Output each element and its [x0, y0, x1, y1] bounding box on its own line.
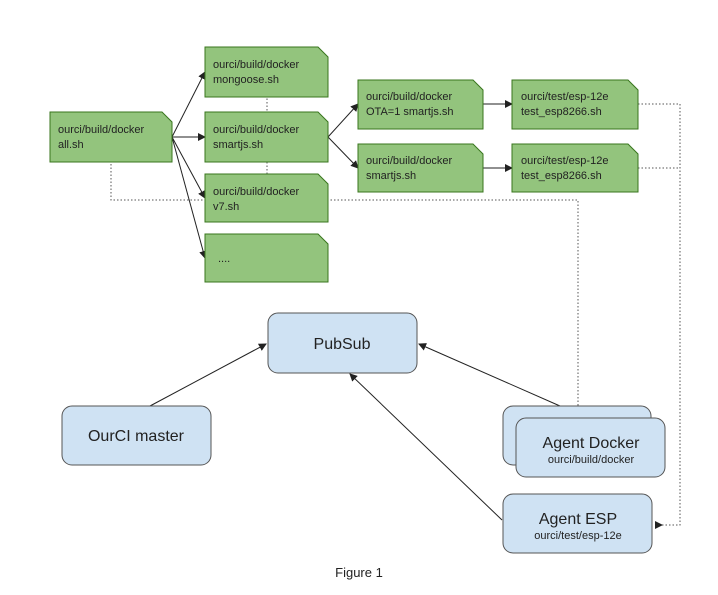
node-ota-line1: ourci/build/docker [366, 91, 453, 103]
dotted-docker-link [110, 150, 579, 408]
node-test1-line2: test_esp8266.sh [521, 106, 602, 118]
arrow-all-to-mongoose [171, 71, 206, 138]
node-more-line1: .... [218, 253, 230, 265]
node-smartjs-line1: ourci/build/docker [213, 124, 300, 136]
node-v7-line2: v7.sh [213, 201, 239, 213]
arrow-esp-to-pubsub [349, 373, 503, 521]
agent-esp-subtitle: ourci/test/esp-12e [534, 530, 621, 542]
pubsub-arrows [149, 343, 561, 521]
node-test2-line2: test_esp8266.sh [521, 170, 602, 182]
pubsub-box: PubSub [267, 312, 418, 374]
node-smartjs: ourci/build/docker smartjs.sh [204, 111, 329, 163]
node-ota-line2: OTA=1 smartjs.sh [366, 106, 454, 118]
node-more: .... [204, 233, 329, 283]
node-smartjs-line2: smartjs.sh [213, 139, 263, 151]
dotted-esp-link [638, 103, 681, 526]
agent-docker-title: Agent Docker [543, 435, 641, 452]
component-boxes: PubSub OurCI master Agent Docker ourci/b… [61, 312, 666, 554]
build-arrows [171, 71, 513, 259]
node-test2-line1: ourci/test/esp-12e [521, 155, 608, 167]
node-all-line1: ourci/build/docker [58, 124, 145, 136]
node-v7: ourci/build/docker v7.sh [204, 173, 329, 223]
node-all: ourci/build/docker all.sh [49, 111, 173, 163]
node-test1-line1: ourci/test/esp-12e [521, 91, 608, 103]
build-nodes: ourci/build/docker all.sh ourci/build/do… [49, 46, 639, 283]
node-test2: ourci/test/esp-12e test_esp8266.sh [511, 143, 639, 193]
agent-docker-box: Agent Docker ourci/build/docker [502, 405, 666, 478]
node-all-line2: all.sh [58, 139, 84, 151]
arrow-all-to-more [171, 136, 208, 259]
arrow-smartjs-to-ota [327, 103, 359, 138]
node-mongoose-line2: mongoose.sh [213, 74, 279, 86]
agent-esp-title: Agent ESP [539, 511, 617, 528]
node-smartjs2-line2: smartjs.sh [366, 170, 416, 182]
agent-docker-subtitle: ourci/build/docker [548, 454, 635, 466]
agent-docker-front [515, 417, 666, 478]
node-smartjs2: ourci/build/docker smartjs.sh [357, 143, 484, 193]
arrow-master-to-pubsub [149, 343, 267, 407]
figure-caption: Figure 1 [335, 565, 383, 580]
master-title: OurCI master [88, 428, 185, 445]
arrow-smartjs-to-smartjs2 [327, 136, 359, 169]
node-mongoose-line1: ourci/build/docker [213, 59, 300, 71]
arrow-docker-to-pubsub [418, 343, 561, 407]
node-test1: ourci/test/esp-12e test_esp8266.sh [511, 79, 639, 130]
pubsub-title: PubSub [314, 336, 371, 353]
dotted-connectors [110, 95, 681, 526]
master-box: OurCI master [61, 405, 212, 466]
agent-esp-box: Agent ESP ourci/test/esp-12e [502, 493, 653, 554]
node-mongoose: ourci/build/docker mongoose.sh [204, 46, 329, 98]
node-v7-line1: ourci/build/docker [213, 186, 300, 198]
esp-link-arrowhead [655, 521, 663, 529]
node-smartjs2-line1: ourci/build/docker [366, 155, 453, 167]
arrow-all-to-v7 [171, 136, 206, 199]
node-ota: ourci/build/docker OTA=1 smartjs.sh [357, 79, 484, 130]
